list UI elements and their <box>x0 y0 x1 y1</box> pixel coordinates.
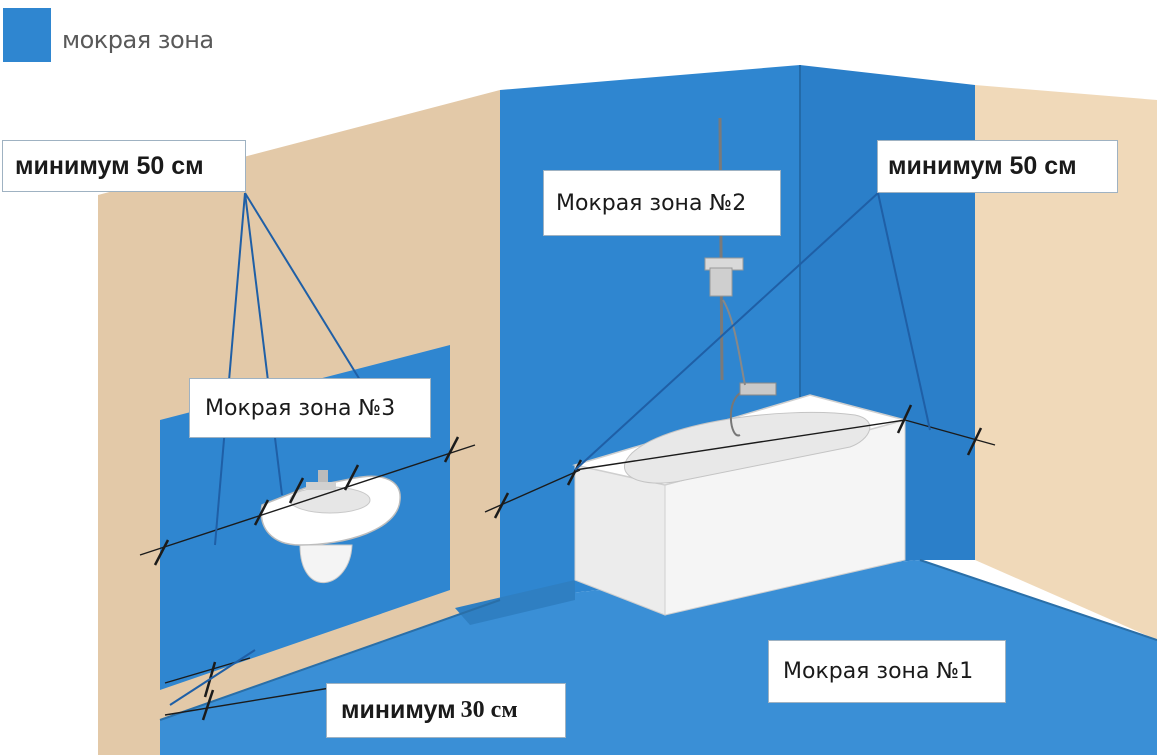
leader-lines <box>169 192 931 706</box>
floor-edge-left <box>159 599 501 721</box>
label-zone2: Мокрая зона №2 <box>543 170 781 236</box>
legend-label: мокрая зона <box>62 26 214 54</box>
floor-edge-right <box>919 559 1157 641</box>
floor-shade <box>455 580 575 625</box>
label-zone1: Мокрая зона №1 <box>768 640 1006 703</box>
right-dry-wall <box>975 85 1157 640</box>
measurement-lines <box>139 419 996 716</box>
label-min30-value: 30 см <box>460 697 518 723</box>
bathtub <box>572 394 908 616</box>
label-min30: минимум 30 см <box>326 683 566 738</box>
label-min50-left: минимум 50 см <box>2 140 246 192</box>
label-min50-right: минимум 50 см <box>877 140 1118 193</box>
label-zone3: Мокрая зона №3 <box>189 378 431 438</box>
label-min30-word: минимум <box>341 696 456 724</box>
legend-swatch <box>3 8 51 62</box>
